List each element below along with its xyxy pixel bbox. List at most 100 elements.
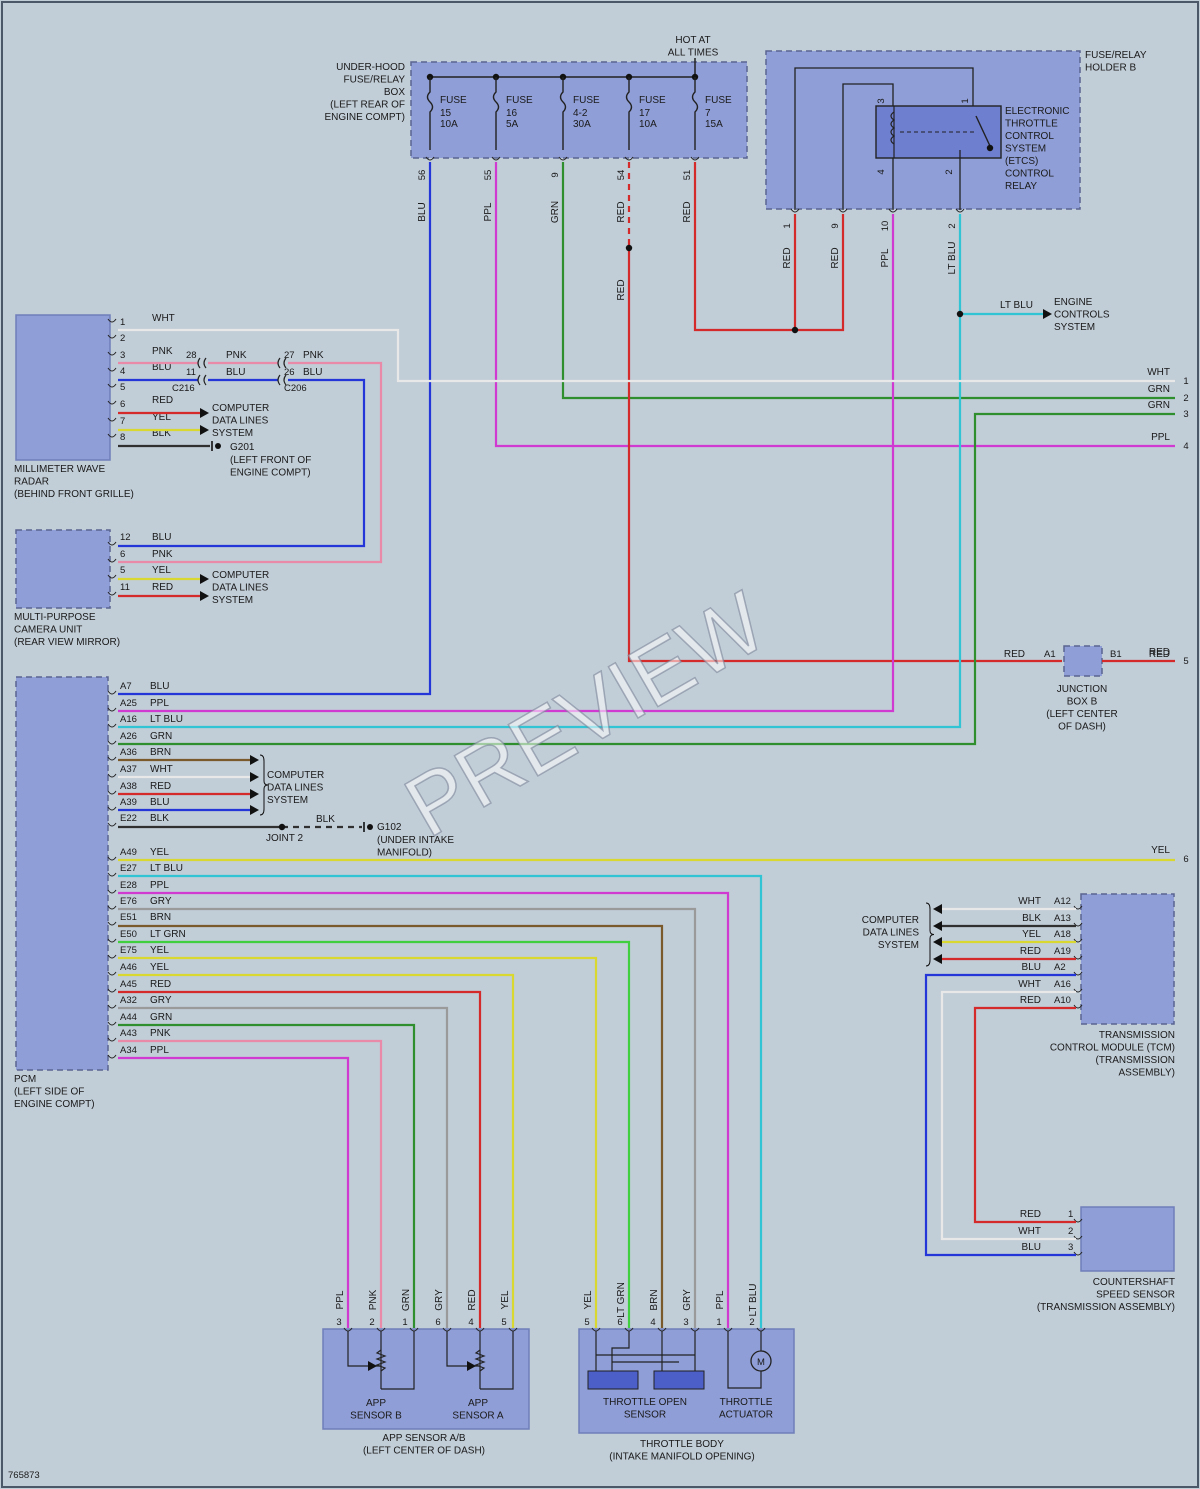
pcm-cdl-label: SYSTEM [267, 795, 308, 806]
right-reference-number: 3 [1183, 409, 1188, 420]
pcm [15, 676, 109, 1071]
tcm-cdl-label: DATA LINES [863, 928, 920, 939]
app-sensor-b-label: SENSOR B [350, 1411, 402, 1422]
arrow-right-icon [250, 755, 259, 765]
tcm-terminal [1073, 905, 1083, 910]
fuse-icon [625, 77, 633, 150]
connector-wire: BLU [226, 367, 245, 378]
tb-wire-label: BRN [649, 1289, 660, 1310]
pcm-wire-label: LT BLU [150, 863, 183, 874]
relay-internal-wire [842, 83, 894, 210]
app-sensor-label: APP SENSOR A/B [382, 1433, 466, 1444]
mmw-radar-label: (BEHIND FRONT GRILLE) [14, 489, 134, 500]
tb-pin: 4 [650, 1317, 655, 1328]
pcm-terminal [107, 822, 117, 827]
radar-wire-label: BLU [152, 362, 171, 373]
wire-brn-e51 [118, 924, 664, 1328]
arrow-right-icon [200, 591, 209, 601]
fuse-wire-label: BLU [417, 202, 428, 221]
radar-wire-label: WHT [152, 313, 175, 324]
pcm-pin: E75 [120, 945, 137, 956]
wire-yel-e75 [118, 956, 598, 1328]
joint-label: JOINT 2 [266, 833, 303, 844]
app-pin: 4 [468, 1317, 473, 1328]
radar-terminal [107, 367, 117, 372]
arrow-left-icon [933, 937, 942, 947]
pcm-pin: A43 [120, 1028, 137, 1039]
relay-holder-label: HOLDER B [1085, 63, 1136, 74]
cs-wire-label: RED [1020, 1209, 1041, 1220]
etcs-relay-label: ELECTRONIC [1005, 106, 1069, 117]
pcm-terminal [107, 707, 117, 712]
pcm-terminal [107, 905, 117, 910]
wire-ltblu-relay2 [118, 214, 962, 729]
pcm-pin: A36 [120, 747, 137, 758]
tcm-wire-label: YEL [1022, 929, 1041, 940]
fuse-icon [426, 77, 434, 150]
pcm-pin: A46 [120, 962, 137, 973]
relay-terminal [888, 208, 898, 213]
wire-blu-tcm-a2 [924, 973, 1076, 1257]
radar-pin: 7 [120, 416, 125, 427]
tcm-pin: A18 [1054, 929, 1071, 940]
fuse-icon [492, 77, 500, 150]
multi-purpose-camera [15, 529, 111, 609]
relay-switch-icon [975, 115, 991, 147]
pcm-wire-label: LT BLU [150, 714, 183, 725]
connector-wire: PNK [226, 350, 247, 361]
wire-gry-a32 [118, 1006, 449, 1328]
radar-terminal [107, 383, 117, 388]
fuse-name: FUSE [506, 95, 533, 106]
app-sensor-a-label: SENSOR A [452, 1411, 503, 1422]
pcm-pin: A16 [120, 714, 137, 725]
radar-wire-label: RED [152, 395, 173, 406]
relay-pin: 2 [947, 223, 958, 228]
wire-gry-e76 [118, 907, 697, 1328]
wire-ppl-e28 [118, 891, 730, 1328]
relay-inner-pin: 4 [876, 169, 887, 174]
pcm-wire-label: PNK [150, 1028, 171, 1039]
arrow-right-icon [200, 408, 209, 418]
wire-ltgrn-e50 [118, 940, 631, 1328]
etcs-relay-label: RELAY [1005, 181, 1037, 192]
arrow-right-icon [1043, 309, 1052, 319]
radar-pin: 5 [120, 382, 125, 393]
fuse-terminal [624, 156, 634, 161]
arrow-right-icon [250, 789, 259, 799]
pcm-wire-label: PPL [150, 698, 169, 709]
wire-red-tcm-a10 [973, 1006, 1076, 1224]
tcm-pin: A19 [1054, 946, 1071, 957]
radar-terminal [107, 400, 117, 405]
connector-pin: 26 [284, 367, 295, 378]
junction-box-label: (LEFT CENTER [1046, 709, 1118, 720]
radar-pin: 6 [120, 399, 125, 410]
fuse-pin: 55 [483, 170, 494, 181]
pcm-terminal [107, 756, 117, 761]
diagram-id: 765873 [8, 1470, 40, 1481]
millimeter-wave-radar [15, 314, 111, 461]
underhood-box-label: UNDER-HOOD [336, 62, 405, 73]
pcm-terminal [107, 773, 117, 778]
tcm-wire-label: BLK [1022, 913, 1041, 924]
fuse-amperage: 5A [506, 119, 519, 130]
pcm-pin: A26 [120, 731, 137, 742]
radar-pin: 8 [120, 432, 125, 443]
pcm-terminal [107, 1021, 117, 1026]
arrow-right-icon [250, 805, 259, 815]
fuse-amperage: 10A [440, 119, 458, 130]
camera-terminal [107, 574, 117, 579]
tb-wire-label: LT GRN [616, 1282, 627, 1318]
relay-inner-pin: 1 [960, 98, 971, 103]
junction-box-label: OF DASH) [1058, 722, 1106, 733]
wire-label: RED [616, 279, 627, 300]
fuse-wire-label: PPL [483, 202, 494, 221]
right-reference-wire: GRN [1148, 400, 1170, 411]
pcm-pin: E76 [120, 896, 137, 907]
junction-pin: B1 [1110, 649, 1122, 660]
fuse-terminal [425, 156, 435, 161]
countershaft-label: COUNTERSHAFT [1093, 1277, 1175, 1288]
app-wire-label: RED [467, 1289, 478, 1310]
fuse-icon [691, 77, 699, 150]
etcs-relay-label: CONTROL [1005, 169, 1054, 180]
camera-label: MULTI-PURPOSE [14, 612, 96, 623]
